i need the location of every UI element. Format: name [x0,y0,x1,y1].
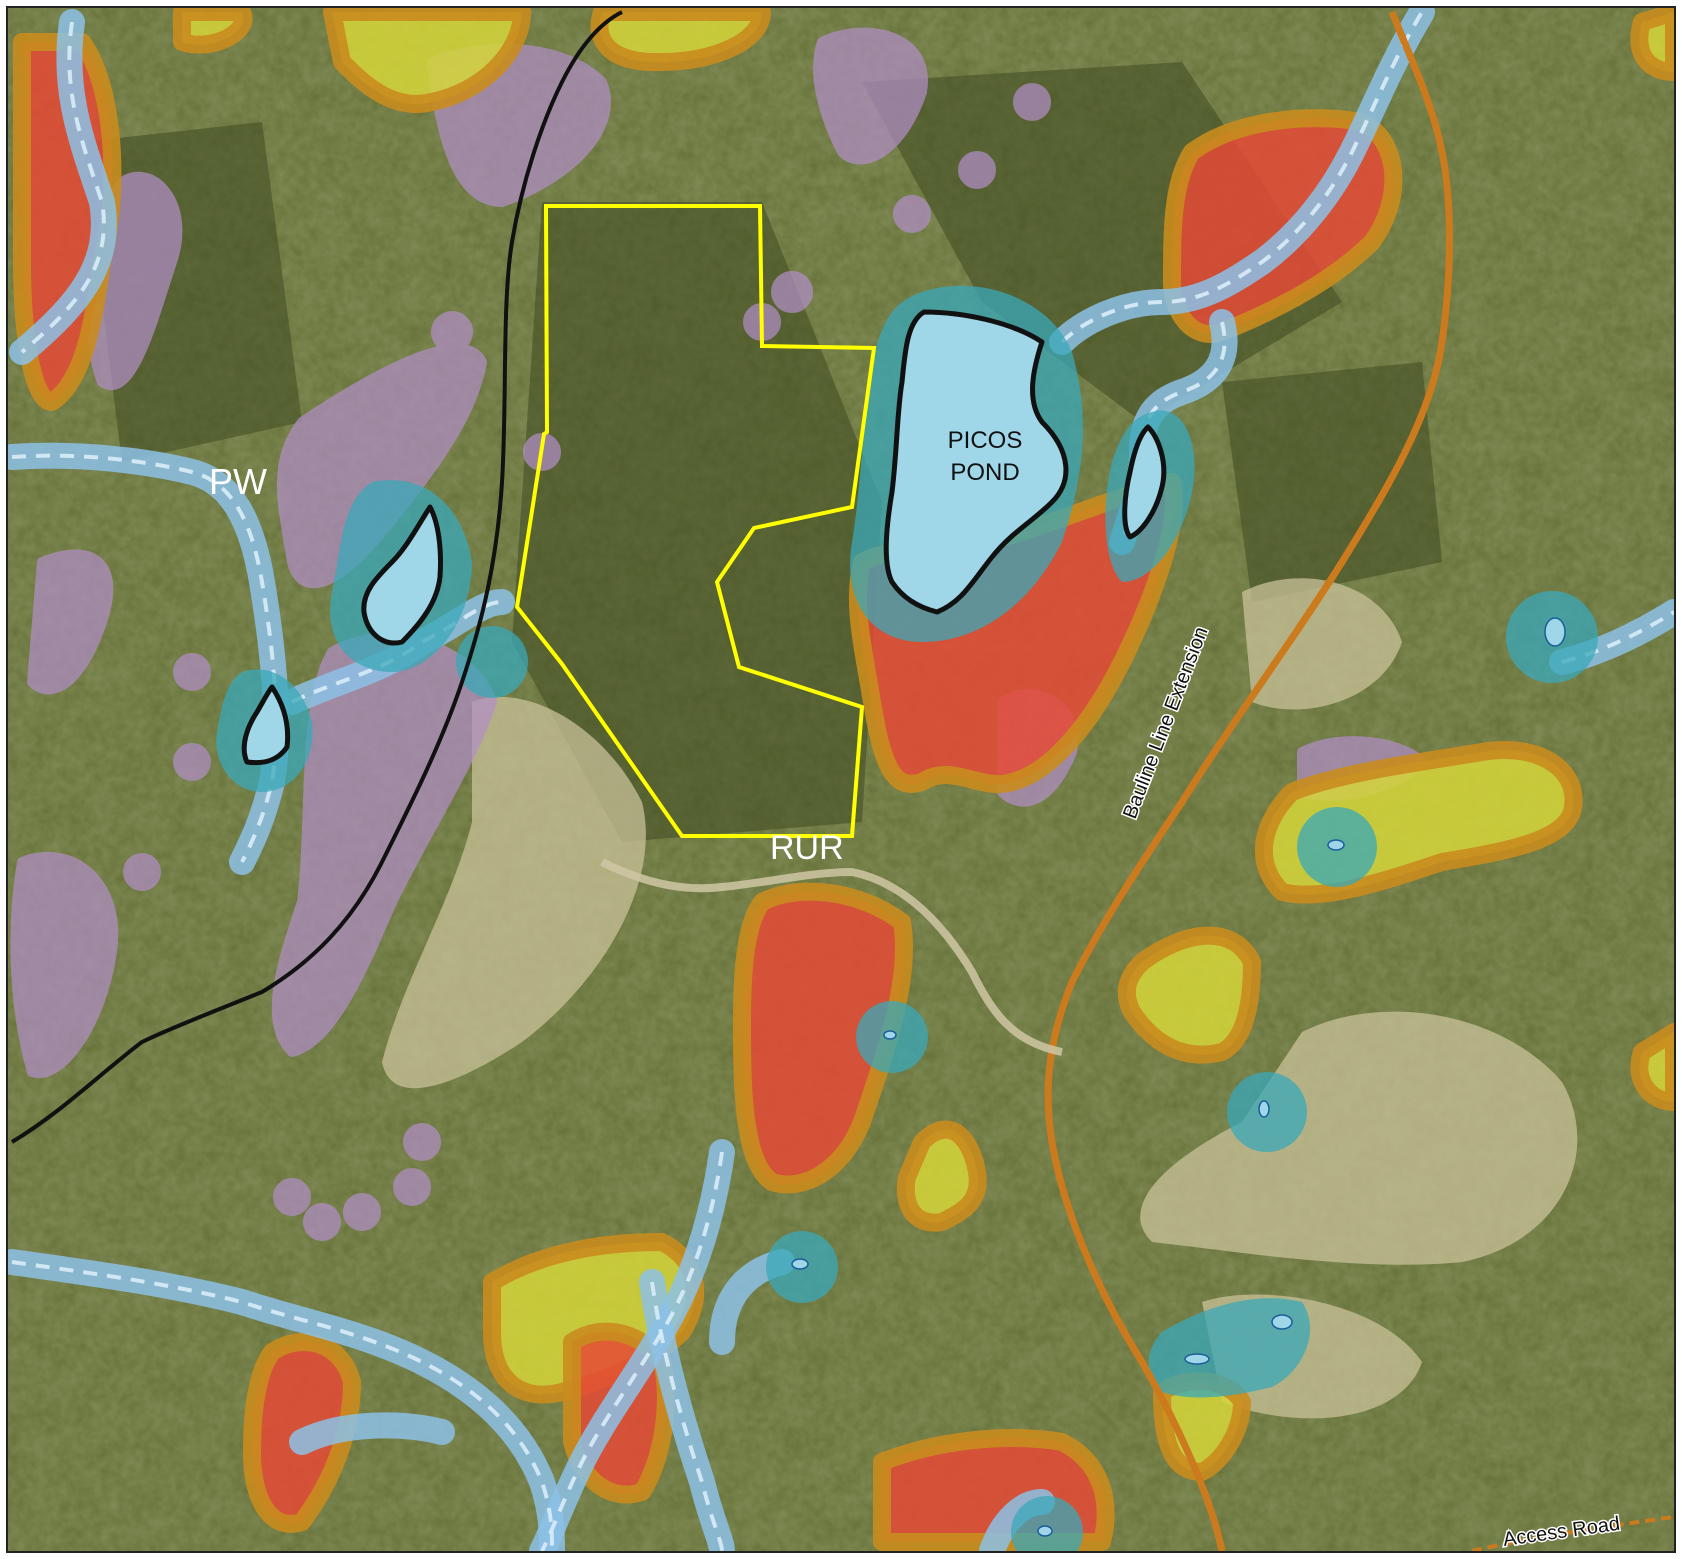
map-frame: PW RUR PICOS POND Bauline Line Extension… [6,6,1676,1553]
boundary-line [10,10,623,1144]
water-bodies [241,309,1167,766]
aerial-map[interactable]: PW RUR PICOS POND Bauline Line Extension… [8,8,1674,1551]
pw-label: PW [209,461,267,502]
picos-pond-label-line1: PICOS [948,427,1023,454]
study-area-outline[interactable] [514,204,877,838]
small-water-features [791,617,1566,1537]
rur-label: RUR [770,829,844,867]
wetland-zones [13,33,1403,1551]
stream-centerlines [11,10,1674,1551]
roads [600,10,1674,1551]
picos-pond [883,309,1069,615]
picos-pond-label-line2: POND [950,459,1019,486]
